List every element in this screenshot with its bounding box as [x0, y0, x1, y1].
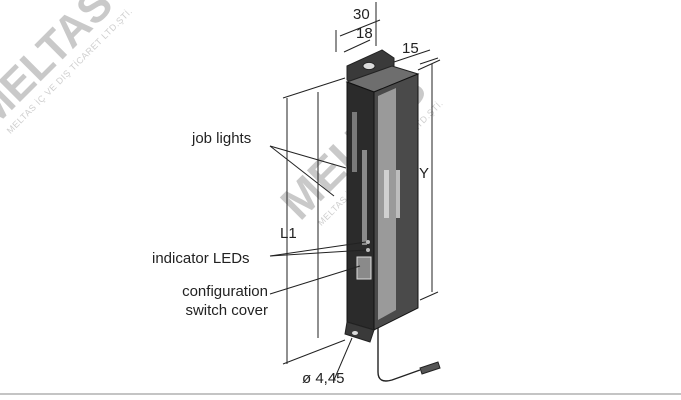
bottom-mount-bracket	[344, 321, 375, 343]
label-job-lights: job lights	[191, 130, 251, 147]
dim-length-l1: L1	[280, 225, 297, 242]
configuration-switch-cover	[356, 256, 372, 280]
job-light-3	[384, 170, 389, 218]
label-indicator-leds: indicator LEDs	[152, 250, 250, 267]
top-mount-hole	[362, 62, 376, 70]
job-light-2	[362, 150, 367, 245]
bottom-mount-hole	[352, 331, 358, 335]
watermark-left: MELTAS MELTAS İÇ VE DIŞ TİCARET LTD.ŞTİ.	[0, 0, 134, 137]
device-front-face	[346, 81, 375, 331]
indicator-led-1	[366, 240, 370, 244]
dim-width-total: 30	[353, 6, 370, 23]
dim-hole-diameter: ø 4,45	[302, 370, 345, 387]
indicator-led-2	[366, 248, 370, 252]
job-light-1	[352, 112, 357, 172]
dimension-lines	[269, 2, 441, 381]
label-config-line1: configuration	[182, 283, 268, 300]
dim-depth: 15	[402, 40, 419, 57]
label-config-line2: switch cover	[185, 302, 268, 319]
cable-connector	[419, 361, 441, 375]
dim-length-y: Y	[419, 165, 429, 182]
device-cable	[377, 328, 421, 382]
job-light-4	[396, 170, 400, 218]
dim-width-inner: 18	[356, 25, 373, 42]
